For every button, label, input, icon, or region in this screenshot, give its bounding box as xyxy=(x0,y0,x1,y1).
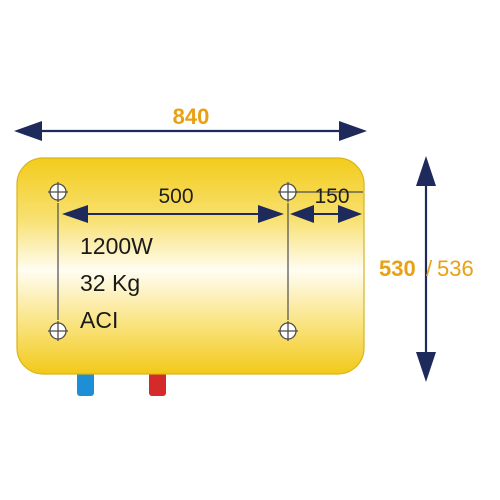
power-rating: 1200W xyxy=(80,233,153,259)
mount-arrowhead-right xyxy=(258,205,284,223)
side-arrowhead-left xyxy=(290,205,314,223)
arrowhead-left xyxy=(14,121,42,141)
mounting-holes xyxy=(48,182,298,341)
arrowhead-right xyxy=(339,121,367,141)
mount-arrowhead-left xyxy=(62,205,88,223)
height-separator: / xyxy=(426,256,433,281)
mounting-hole-bottom-right xyxy=(278,321,298,341)
side-arrowhead-right xyxy=(338,205,362,223)
height-alt-label: 536 xyxy=(437,256,474,281)
mounting-hole-bottom-left xyxy=(48,321,68,341)
mounting-hole-top-left xyxy=(48,182,68,202)
mounting-hole-top-right xyxy=(278,182,298,202)
height-primary-label: 530 xyxy=(379,256,416,281)
side-offset-label: 150 xyxy=(314,185,349,208)
weight-rating: 32 Kg xyxy=(80,270,140,296)
height-arrowhead-top xyxy=(416,156,436,186)
height-arrowhead-bottom xyxy=(416,352,436,382)
cold-water-pipe xyxy=(77,368,94,396)
model-code: ACI xyxy=(80,307,118,333)
mounting-frame xyxy=(57,191,363,320)
mount-spacing-label: 500 xyxy=(158,185,193,208)
overall-width-label: 840 xyxy=(173,104,210,129)
hot-water-pipe xyxy=(149,368,166,396)
